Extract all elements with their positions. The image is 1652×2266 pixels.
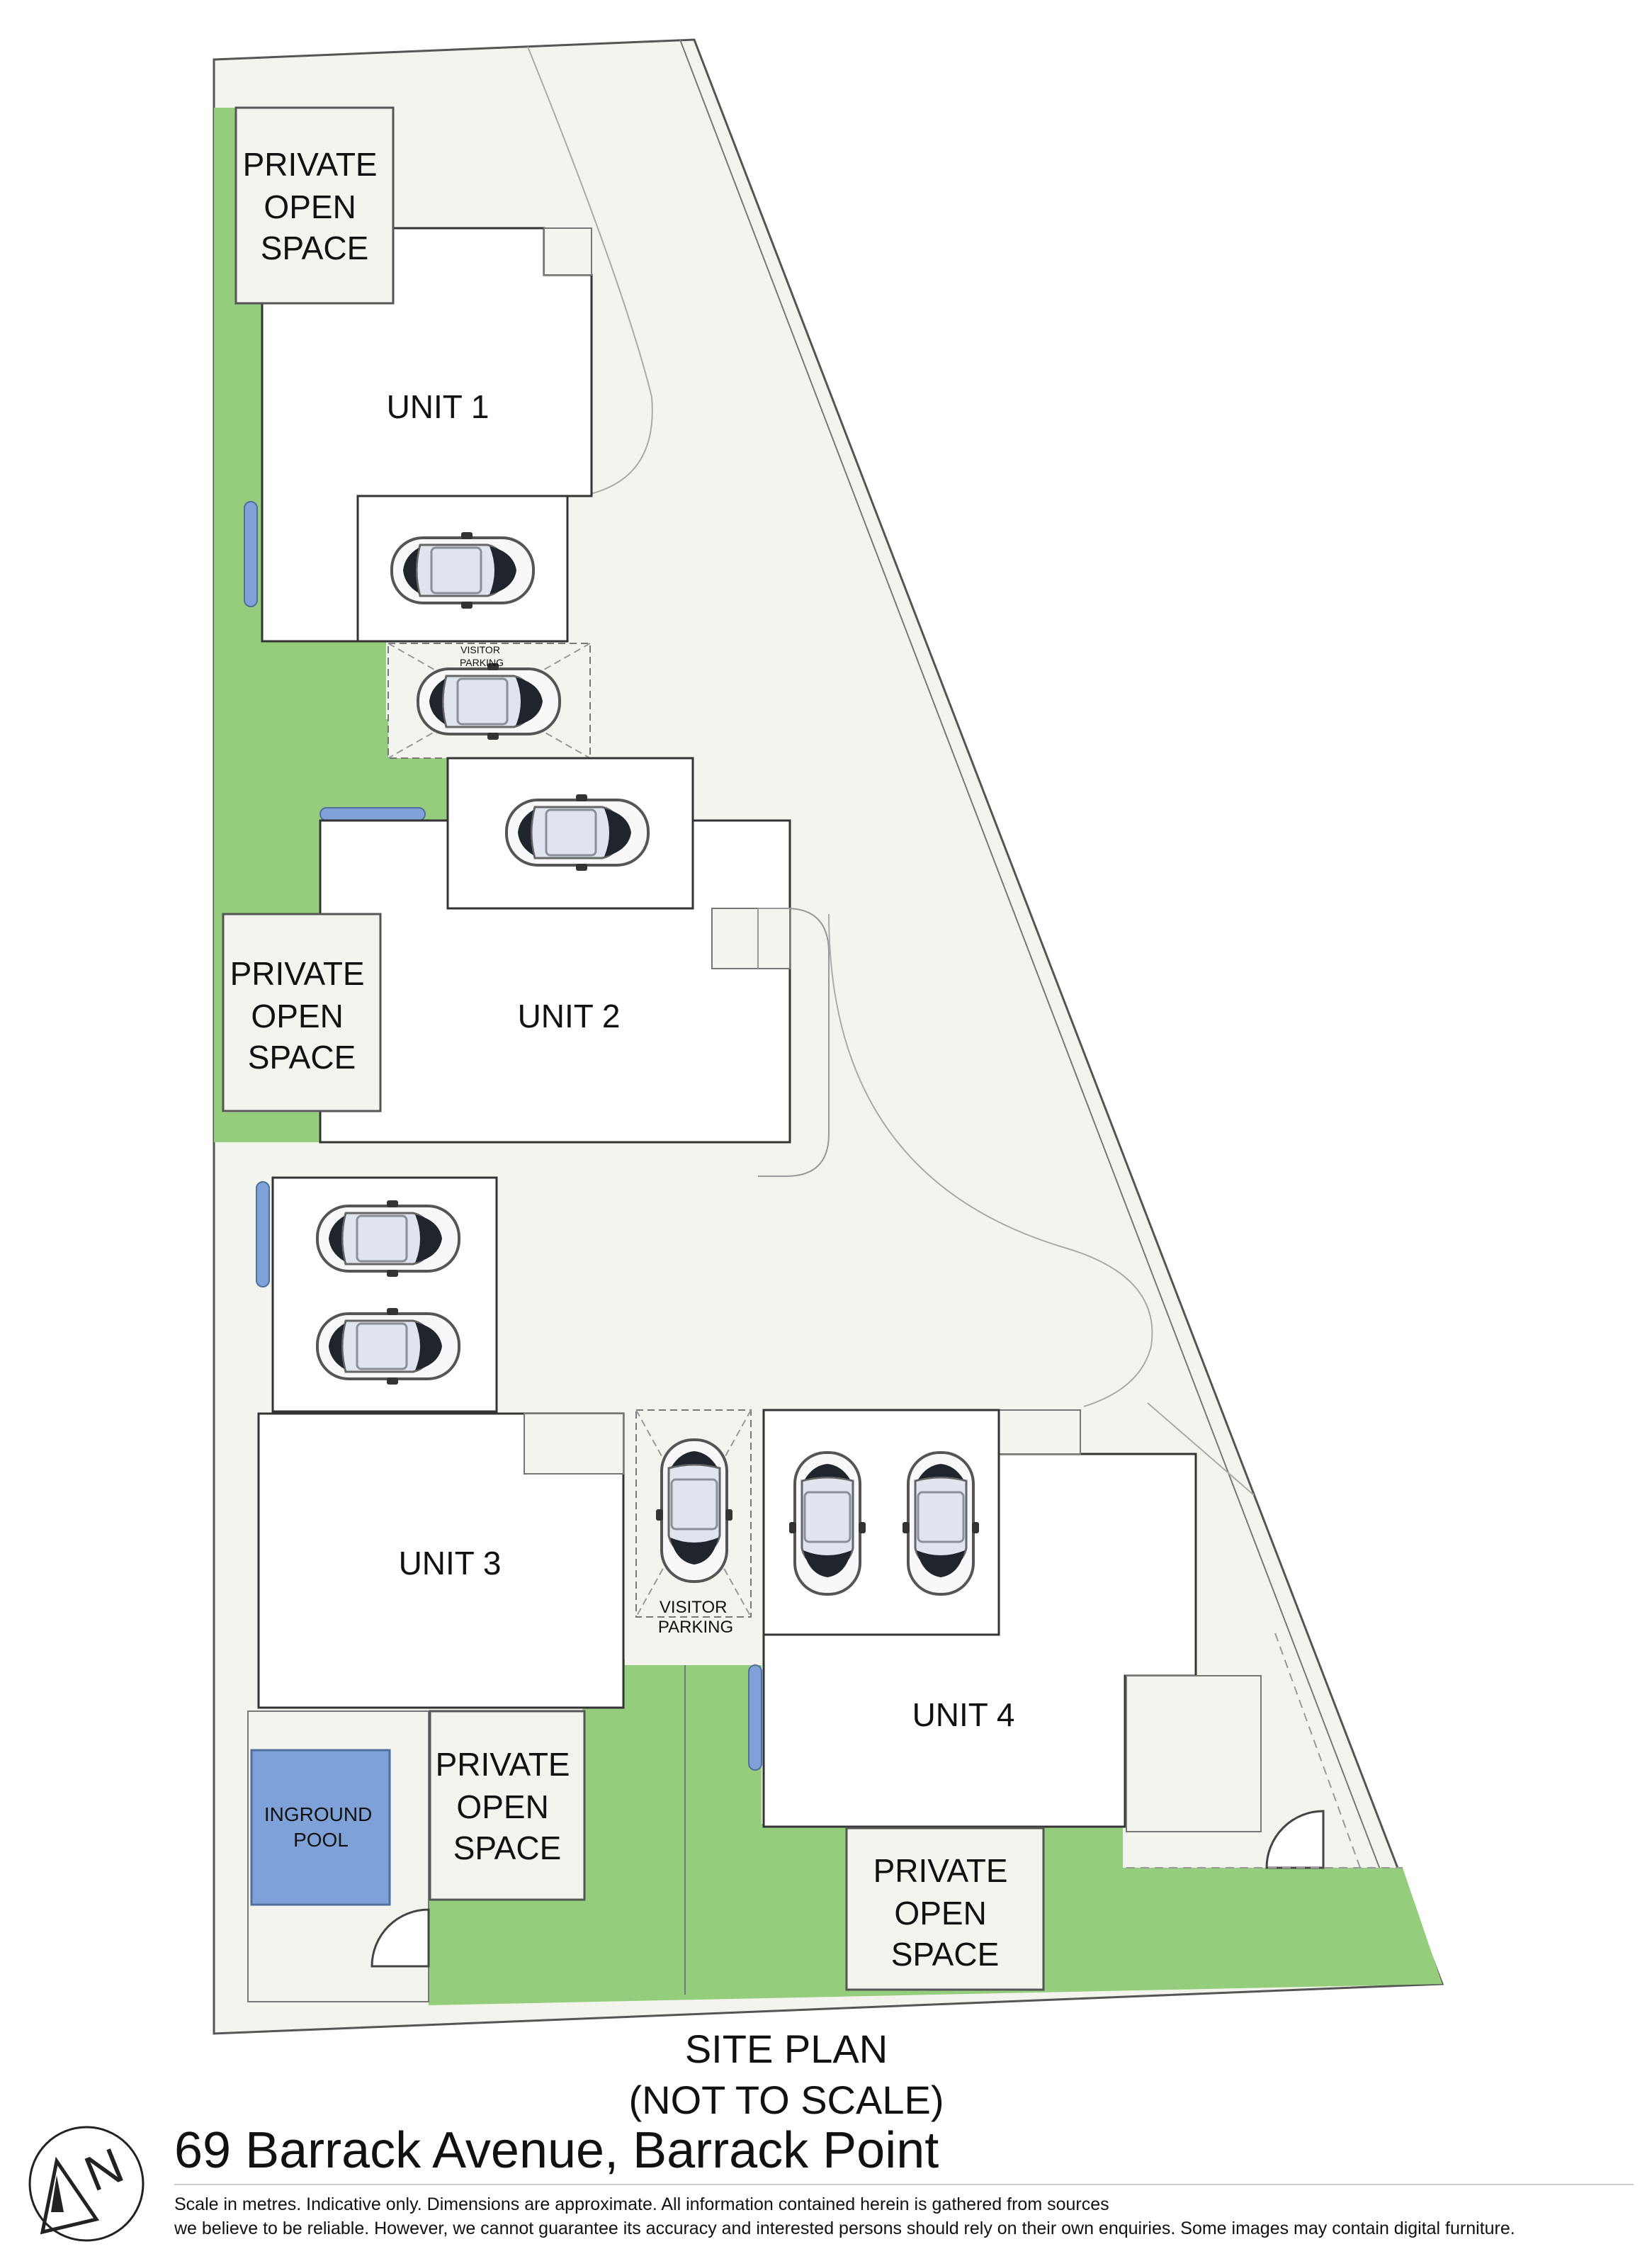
footer-divider bbox=[174, 2184, 1634, 2185]
driveway-edge-line bbox=[527, 46, 653, 497]
pos-3-line2: OPEN bbox=[456, 1788, 548, 1825]
visitor-parking-1-car bbox=[417, 662, 561, 741]
water-tank-4 bbox=[748, 1664, 762, 1771]
unit-3-car-2 bbox=[316, 1307, 460, 1386]
pos-2-line1: PRIVATE bbox=[230, 955, 365, 992]
unit-4-porch bbox=[998, 1409, 1081, 1455]
pool-line2: POOL bbox=[293, 1829, 349, 1851]
private-open-space-4 bbox=[845, 1827, 1045, 1991]
pool-gate-swing bbox=[370, 1908, 430, 1968]
pos-4-line3: SPACE bbox=[891, 1936, 1000, 1973]
private-open-space-2 bbox=[222, 913, 382, 1112]
svg-text:PRIVATE OPEN SPACE: PRIVATE OPEN SPACE bbox=[243, 146, 387, 266]
unit-3-porch bbox=[524, 1413, 624, 1475]
plan-title-line2: (NOT TO SCALE) bbox=[628, 2078, 944, 2122]
unit-3-car-1 bbox=[316, 1199, 460, 1278]
unit-4-gate-swing bbox=[1265, 1810, 1325, 1869]
pos-2-line3: SPACE bbox=[248, 1039, 356, 1076]
unit-3-label: UNIT 3 bbox=[399, 1545, 502, 1582]
pos-1-line3: SPACE bbox=[261, 230, 369, 266]
water-tank-1 bbox=[244, 501, 258, 607]
pos-4-line2: OPEN bbox=[894, 1895, 986, 1932]
inground-pool bbox=[250, 1749, 391, 1906]
svg-text:PRIVATE OPEN SPACE: PRIVATE OPEN SPACE bbox=[873, 1852, 1017, 1973]
unit-2-curved-path bbox=[758, 908, 830, 1177]
pos-4-line1: PRIVATE bbox=[873, 1852, 1008, 1889]
plan-title-line1: SITE PLAN bbox=[684, 2027, 888, 2071]
property-address: 69 Barrack Avenue, Barrack Point bbox=[174, 2122, 939, 2179]
disclaimer: Scale in metres. Indicative only. Dimens… bbox=[174, 2192, 1515, 2240]
svg-text:PRIVATE OPEN SPACE: PRIVATE OPEN SPACE bbox=[230, 955, 374, 1076]
driveway-curve-mid bbox=[828, 913, 1153, 1407]
pos-1-line2: OPEN bbox=[264, 188, 356, 225]
lawn-bottom bbox=[429, 1659, 1442, 2005]
unit-2-car bbox=[505, 793, 650, 872]
pool-line1: INGROUND bbox=[264, 1803, 372, 1825]
svg-text:INGROUND POOL: INGROUND POOL bbox=[264, 1803, 378, 1851]
visitor-parking-2-line1: VISITOR bbox=[660, 1598, 728, 1617]
pos-3-line3: SPACE bbox=[453, 1830, 562, 1866]
private-open-space-3 bbox=[429, 1710, 586, 1901]
unit-2-porch bbox=[711, 908, 791, 969]
svg-text:PRIVATE OPEN SPACE: PRIVATE OPEN SPACE bbox=[436, 1746, 579, 1866]
visitor-parking-2-car bbox=[656, 1440, 732, 1582]
disclaimer-line1: Scale in metres. Indicative only. Dimens… bbox=[174, 2194, 1109, 2214]
disclaimer-line2: we believe to be reliable. However, we c… bbox=[174, 2219, 1515, 2238]
unit-1-car bbox=[390, 531, 535, 610]
unit-4-label: UNIT 4 bbox=[912, 1696, 1015, 1733]
unit-2-label: UNIT 2 bbox=[518, 998, 621, 1035]
compass-north-icon: N bbox=[28, 2126, 145, 2242]
unit-4-courtyard bbox=[1126, 1675, 1262, 1832]
visitor-parking-1-line1: VISITOR bbox=[460, 644, 500, 655]
unit-1-label: UNIT 1 bbox=[387, 388, 490, 425]
visitor-parking-1-line2: PARKING bbox=[460, 657, 504, 668]
unit-4-car-1 bbox=[789, 1453, 866, 1594]
unit-4-car-2 bbox=[903, 1453, 979, 1594]
private-open-space-1 bbox=[234, 106, 395, 305]
pos-1-line1: PRIVATE bbox=[243, 146, 378, 183]
water-tank-3 bbox=[256, 1181, 270, 1287]
visitor-parking-2-line2: PARKING bbox=[658, 1618, 733, 1637]
unit-1-porch bbox=[543, 227, 592, 276]
lawn-left-mid bbox=[214, 719, 448, 1142]
driveway-lower-line bbox=[1147, 1402, 1255, 1496]
svg-text:VISITOR PARKING: VISITOR PARKING bbox=[460, 644, 504, 668]
water-tank-2 bbox=[319, 807, 426, 821]
boundary-inner-line bbox=[679, 39, 1425, 1985]
svg-text:VISITOR PARKING: VISITOR PARKING bbox=[658, 1598, 733, 1637]
pos-3-line1: PRIVATE bbox=[436, 1746, 570, 1783]
pos-2-line2: OPEN bbox=[251, 998, 343, 1035]
